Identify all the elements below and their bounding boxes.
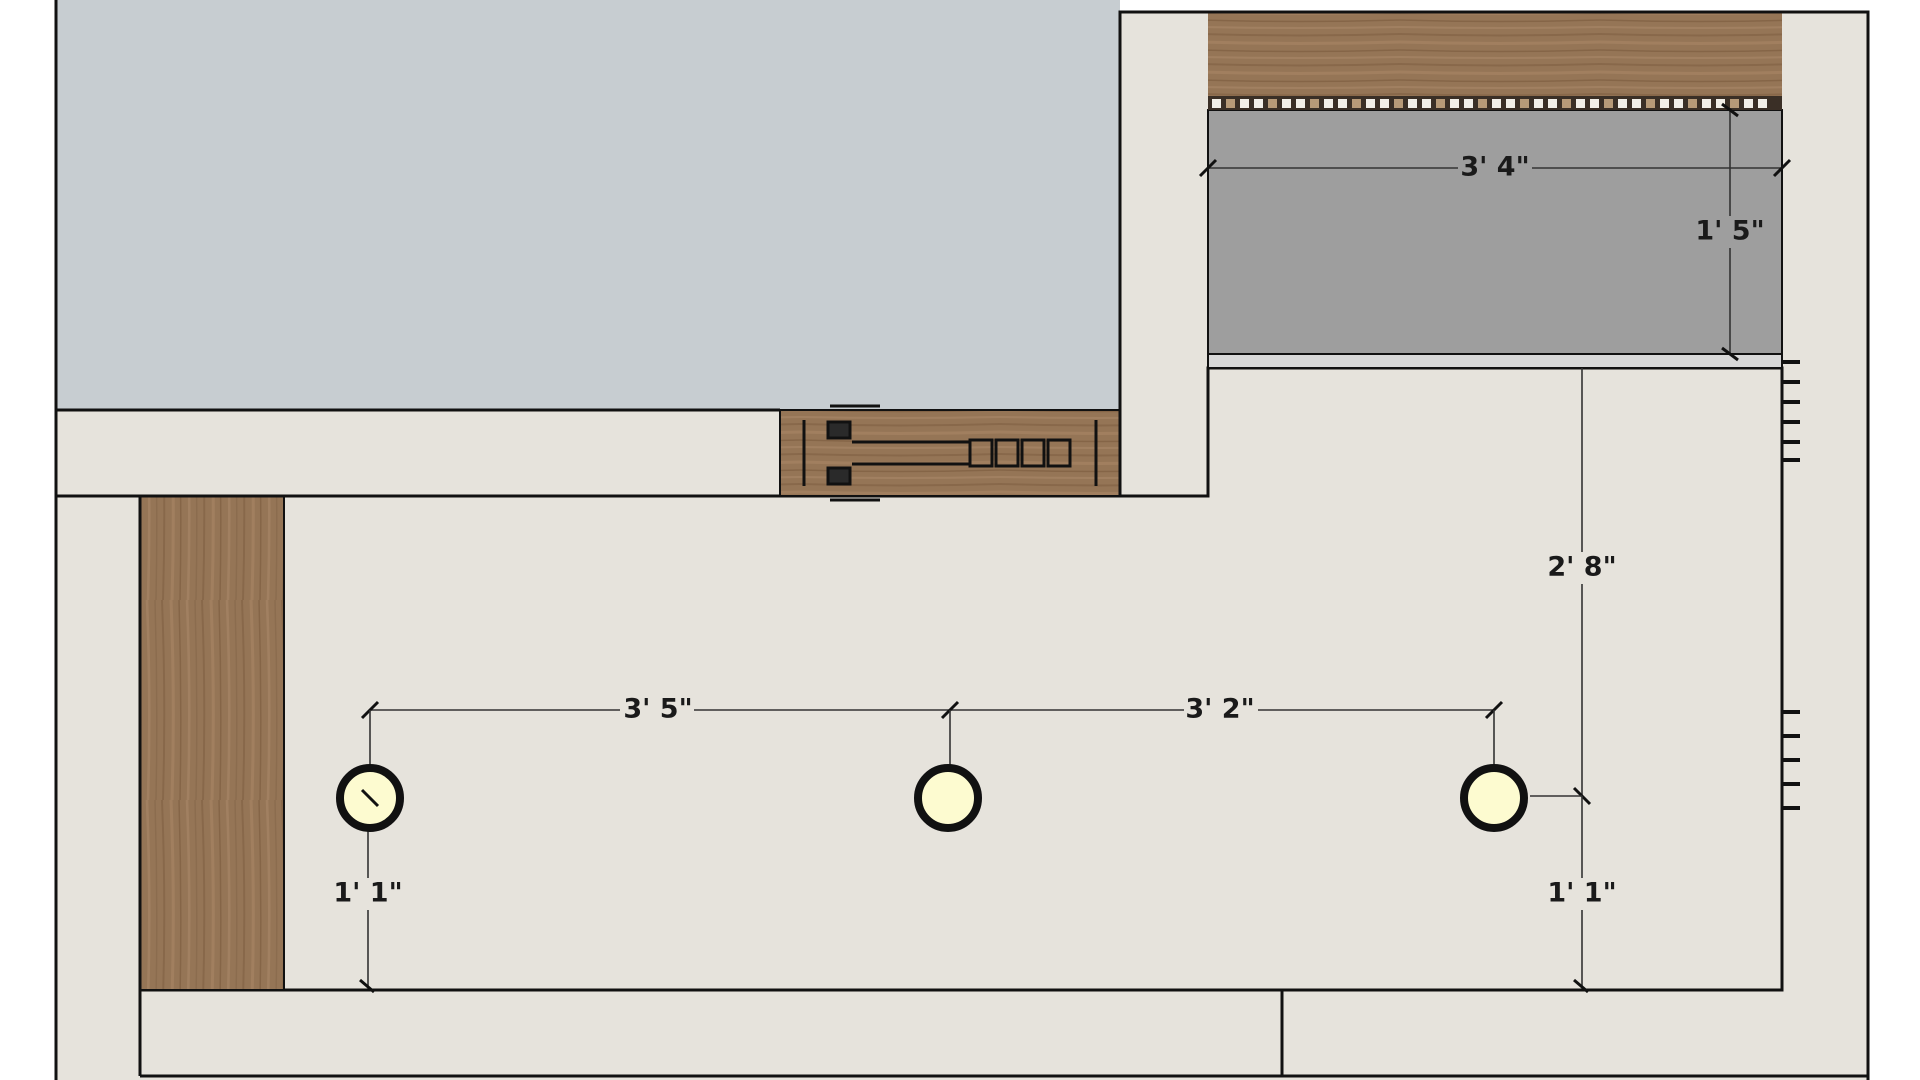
mosaic-tile [1646, 99, 1655, 108]
mosaic-tile [1590, 99, 1599, 108]
mosaic-tile [1730, 99, 1739, 108]
mosaic-tile [1674, 99, 1683, 108]
mosaic-tile [1464, 99, 1473, 108]
vanity-cabinet [139, 495, 285, 991]
mosaic-tile [1408, 99, 1417, 108]
mosaic-tile [1660, 99, 1669, 108]
mosaic-tile [1436, 99, 1445, 108]
mosaic-tile [1226, 99, 1235, 108]
mosaic-tile [1604, 99, 1613, 108]
mosaic-tile [1688, 99, 1697, 108]
mosaic-tile [1506, 99, 1515, 108]
tub-wood-wall [1208, 12, 1782, 96]
mosaic-tile [1310, 99, 1319, 108]
mosaic-tile [1492, 99, 1501, 108]
wall-outlines [54, 0, 1870, 1080]
mosaic-tile [1758, 99, 1767, 108]
mosaic-tile [1254, 99, 1263, 108]
mosaic-tile [1576, 99, 1585, 108]
mosaic-tile [1548, 99, 1557, 108]
mosaic-tile [1296, 99, 1305, 108]
dim-label-tub-depth: 1' 5" [1695, 216, 1764, 247]
dim-label-tub-width: 3' 4" [1460, 152, 1529, 183]
exterior-area [56, 0, 1120, 410]
recessed-light-3 [1460, 764, 1528, 832]
recessed-light-2 [914, 764, 982, 832]
dim-lights-to-wall: 1' 1" 1' 1" [333, 796, 1618, 994]
mosaic-tile [1366, 99, 1375, 108]
mosaic-tile [1562, 99, 1571, 108]
mosaic-tile [1478, 99, 1487, 108]
mosaic-tile [1422, 99, 1431, 108]
outlet-marks-lower [1782, 710, 1800, 810]
tub-rim [1207, 353, 1783, 369]
mosaic-tile [1632, 99, 1641, 108]
outlet-marks-upper [1782, 360, 1800, 462]
mosaic-tile [1716, 99, 1725, 108]
dim-label-left-light-to-wall: 1' 1" [333, 878, 402, 909]
mosaic-tile [1352, 99, 1361, 108]
dim-tub-width: 3' 4" [1198, 152, 1792, 184]
mosaic-tile [1520, 99, 1529, 108]
mosaic-tile [1268, 99, 1277, 108]
mosaic-tile [1380, 99, 1389, 108]
mosaic-tile [1618, 99, 1627, 108]
dim-label-right-light-to-wall: 1' 1" [1547, 878, 1616, 909]
dim-tub-to-light: 2' 8" [1530, 368, 1620, 806]
dim-lights-horizontal: 3' 5" 3' 2" [360, 694, 1504, 770]
mosaic-tile [1450, 99, 1459, 108]
dim-label-light-2-to-3: 3' 2" [1185, 694, 1254, 725]
mosaic-tile [1744, 99, 1753, 108]
mosaic-tile [1282, 99, 1291, 108]
recessed-light-1 [336, 764, 404, 832]
dim-label-light-1-to-2: 3' 5" [623, 694, 692, 725]
mosaic-tile [1240, 99, 1249, 108]
mosaic-tile [1338, 99, 1347, 108]
mosaic-tile [1394, 99, 1403, 108]
mosaic-tile [1534, 99, 1543, 108]
door-hinge-icon [802, 404, 1098, 502]
mosaic-tile [1324, 99, 1333, 108]
dim-label-tub-to-light: 2' 8" [1547, 552, 1616, 583]
dim-tub-depth: 1' 5" [1692, 102, 1768, 362]
bathtub [1207, 109, 1783, 355]
mosaic-tiles [1212, 99, 1767, 108]
mosaic-tile [1212, 99, 1221, 108]
mosaic-tile [1702, 99, 1711, 108]
